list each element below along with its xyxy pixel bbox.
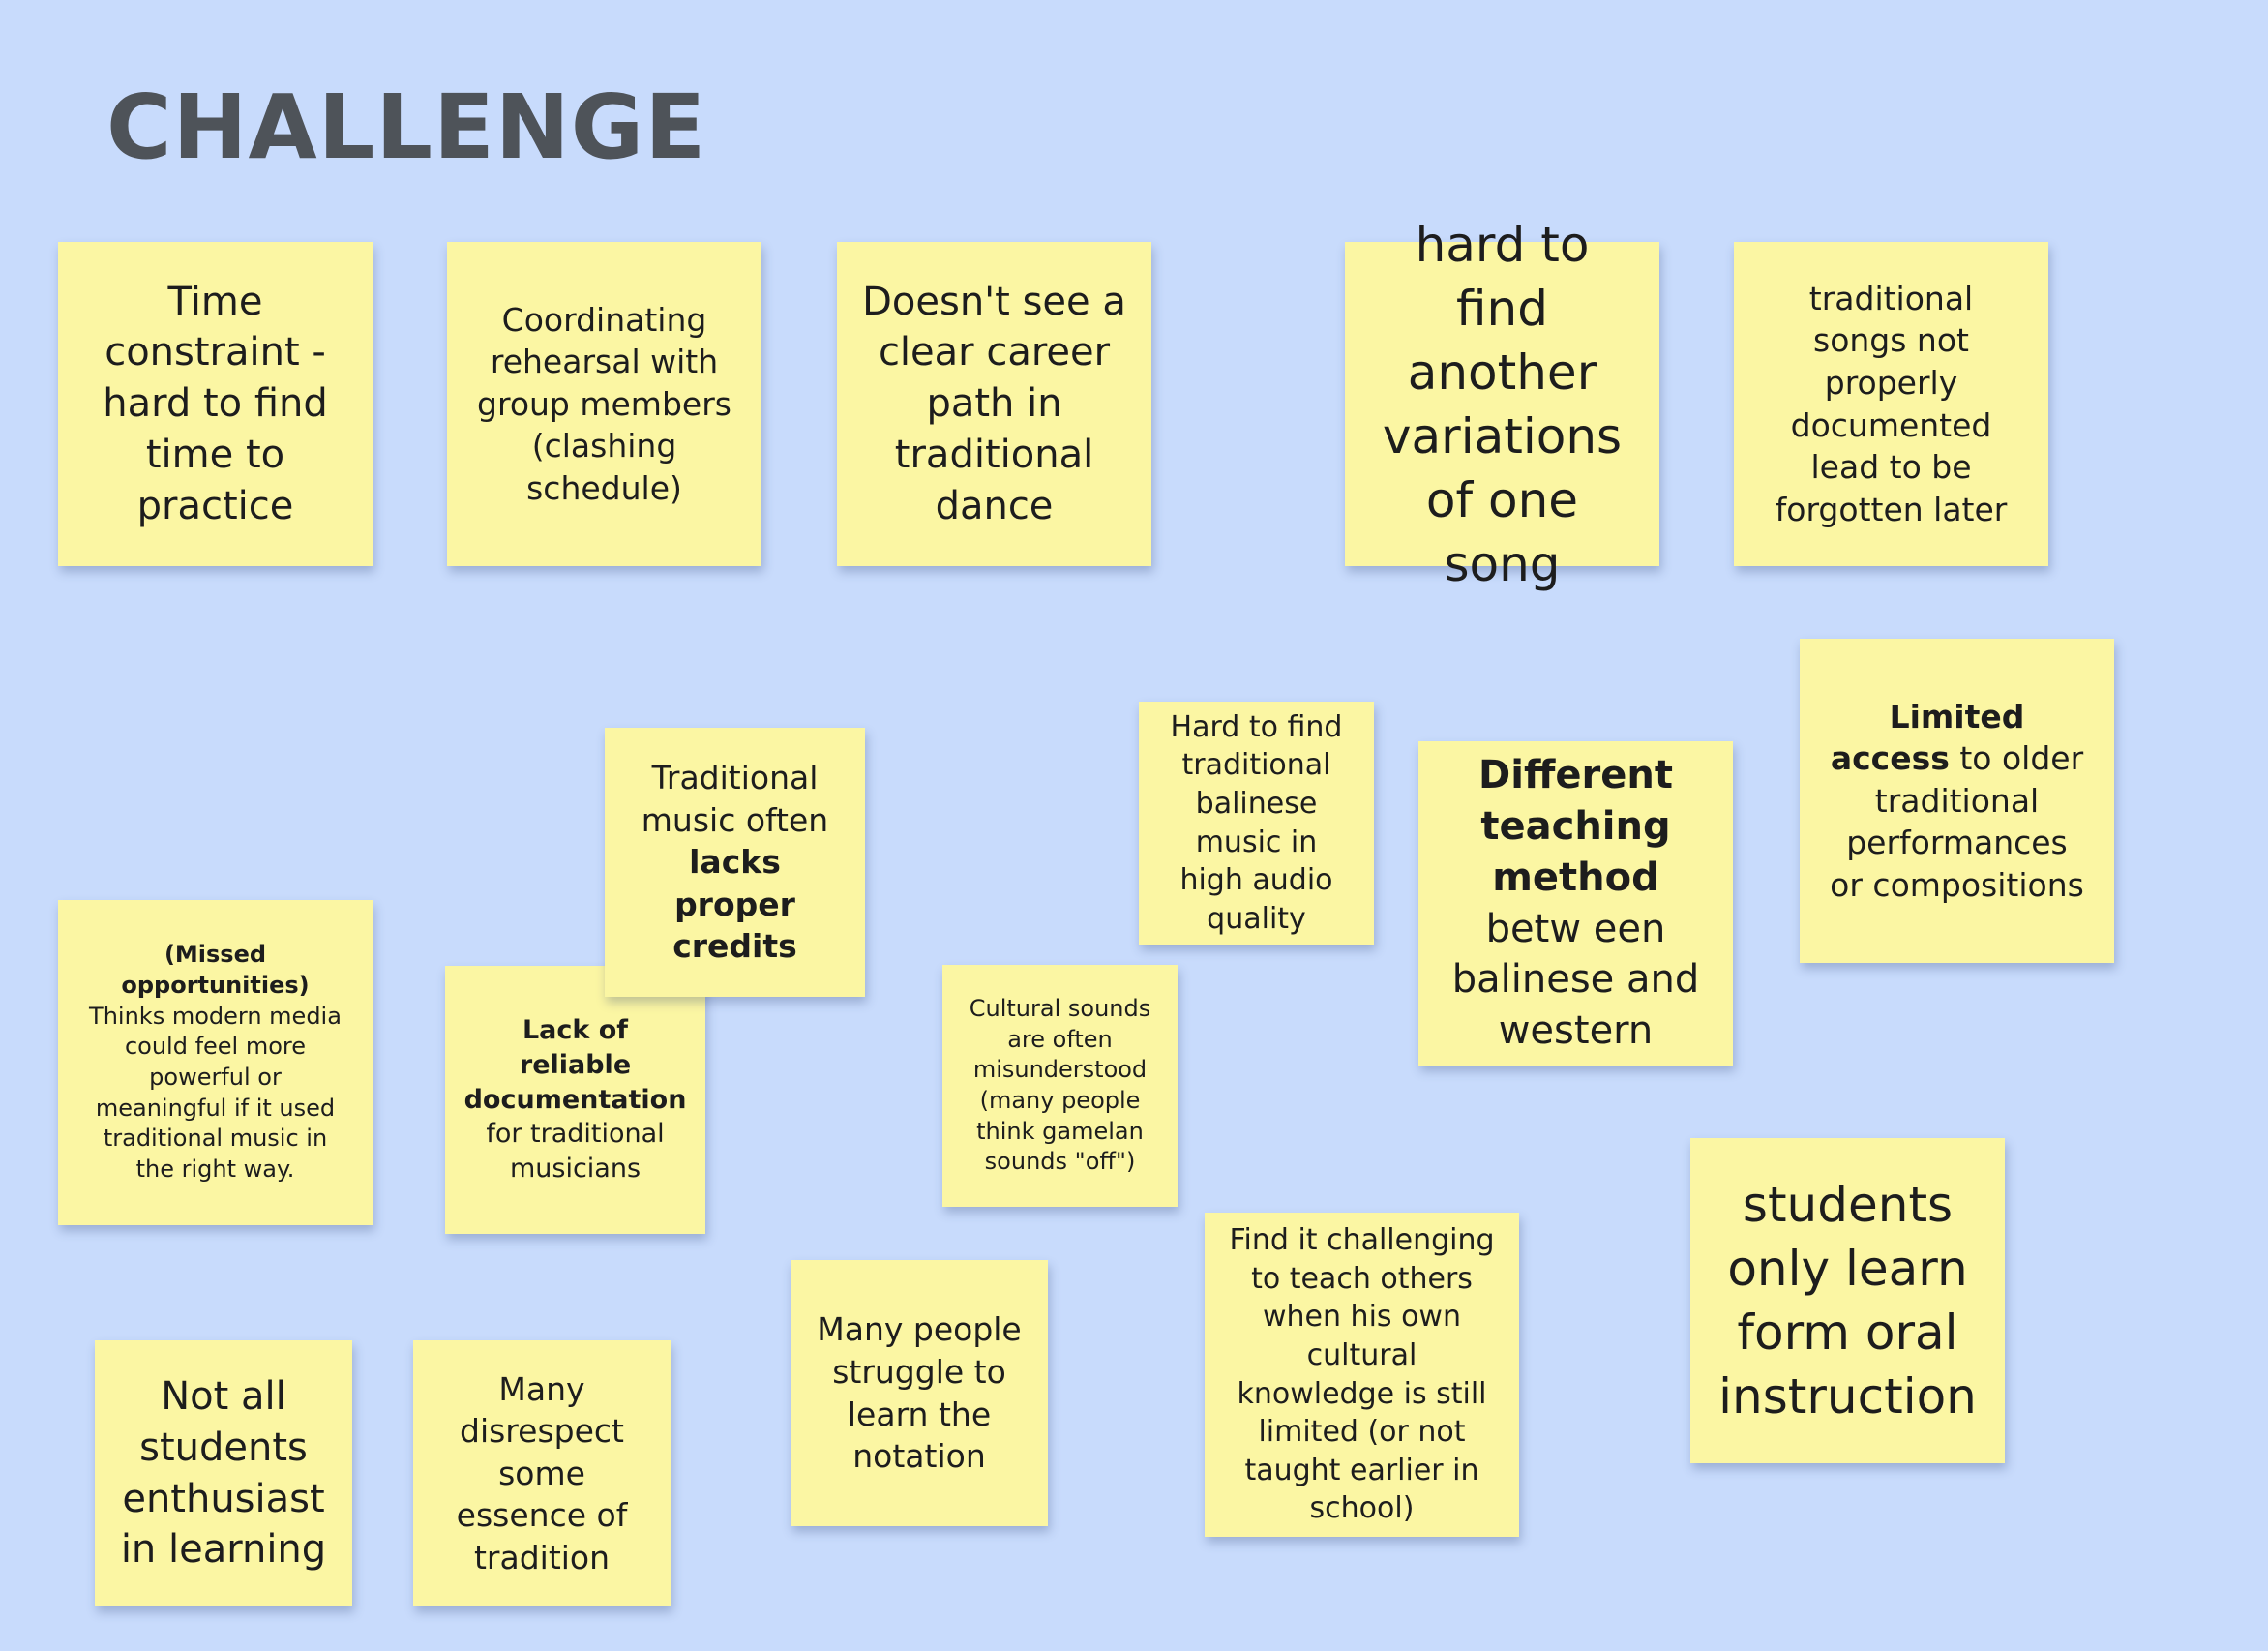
sticky-note-bold-text: lacks proper credits [672,843,797,966]
sticky-note-plain-text: traditional songs not properly documente… [1775,279,2008,528]
sticky-note-plain-text: betw een balinese and western [1451,906,1700,1054]
sticky-note-plain-text: Time constraint - hard to find time to p… [103,279,328,528]
sticky-note-time-constraint[interactable]: Time constraint - hard to find time to p… [58,242,373,566]
sticky-note-bold-text: Different teaching method [1478,753,1673,900]
sticky-note-text: Time constraint - hard to find time to p… [91,277,340,532]
sticky-note-limited-access[interactable]: Limited access to older traditional perf… [1800,639,2114,963]
sticky-note-plain-text: Many disrespect some essence of traditio… [456,1369,628,1576]
sticky-note-plain-text: Hard to find traditional balinese music … [1170,709,1343,936]
sticky-note-teach-others[interactable]: Find it challenging to teach others when… [1205,1213,1519,1537]
sticky-note-disrespect-tradition[interactable]: Many disrespect some essence of traditio… [413,1340,671,1606]
sticky-note-text: Many people struggle to learn the notati… [812,1308,1027,1477]
sticky-note-oral-instruction[interactable]: students only learn form oral instructio… [1690,1138,2005,1463]
sticky-note-text: hard to find another variations of one s… [1370,213,1634,596]
sticky-note-coordinating-rehearsal[interactable]: Coordinating rehearsal with group member… [447,242,761,566]
sticky-note-text: Doesn't see a clear career path in tradi… [858,277,1130,532]
sticky-note-text: Hard to find traditional balinese music … [1162,708,1351,939]
sticky-note-plain-text: Not all students enthusiast in learning [120,1373,327,1573]
sticky-note-plain-text: students only learn form oral instructio… [1718,1177,1977,1425]
sticky-note-text: Limited access to older traditional perf… [1829,696,2085,907]
sticky-note-text: Find it challenging to teach others when… [1226,1221,1498,1528]
sticky-note-missed-opportunities[interactable]: (Missed opportunities) Thinks modern med… [58,900,373,1225]
sticky-note-plain-text: Coordinating rehearsal with group member… [477,300,731,507]
sticky-note-plain-text: Many people struggle to learn the notati… [817,1310,1022,1476]
sticky-note-text: Many disrespect some essence of traditio… [434,1368,649,1579]
sticky-note-career-path[interactable]: Doesn't see a clear career path in tradi… [837,242,1151,566]
sticky-note-plain-text: Find it challenging to teach others when… [1229,1223,1495,1526]
sticky-note-struggle-notation[interactable]: Many people struggle to learn the notati… [791,1260,1048,1526]
sticky-note-plain-text: Traditional music often [641,759,829,839]
sticky-note-bold-text: (Missed opportunities) [121,941,310,999]
sticky-note-text: traditional songs not properly documente… [1763,278,2019,530]
board-title: CHALLENGE [106,75,707,179]
sticky-note-not-enthusiast[interactable]: Not all students enthusiast in learning [95,1340,352,1606]
sticky-note-bold-text: Limited access [1830,697,2025,778]
sticky-note-text: Different teaching method betw een balin… [1444,750,1708,1057]
sticky-note-text: Cultural sounds are often misunderstood … [968,994,1152,1178]
sticky-note-reliable-documentation[interactable]: Lack of reliable documentation for tradi… [445,966,705,1234]
sticky-note-lacks-credits[interactable]: Traditional music often lacks proper cre… [605,728,865,997]
sticky-note-plain-text: Doesn't see a clear career path in tradi… [862,279,1126,528]
sticky-note-bold-text: Lack of reliable documentation [463,1015,687,1115]
sticky-note-text: Coordinating rehearsal with group member… [468,299,740,510]
sticky-note-plain-text: to older traditional performances or com… [1830,739,2084,904]
sticky-note-plain-text: Thinks modern media could feel more powe… [89,1002,342,1184]
sticky-note-plain-text: for traditional musicians [486,1119,665,1184]
sticky-note-text: Traditional music often lacks proper cre… [634,757,836,968]
sticky-note-text: (Missed opportunities) Thinks modern med… [81,940,349,1185]
sticky-note-audio-quality[interactable]: Hard to find traditional balinese music … [1139,702,1374,945]
sticky-note-teaching-method[interactable]: Different teaching method betw een balin… [1418,741,1733,1066]
sticky-note-text: Not all students enthusiast in learning [116,1371,331,1576]
sticky-note-song-variations[interactable]: hard to find another variations of one s… [1345,217,1659,592]
sticky-note-cultural-sounds[interactable]: Cultural sounds are often misunderstood … [942,965,1178,1207]
sticky-note-plain-text: hard to find another variations of one s… [1382,216,1623,592]
sticky-note-songs-not-documented[interactable]: traditional songs not properly documente… [1734,242,2048,566]
sticky-note-text: Lack of reliable documentation for tradi… [464,1013,687,1186]
sticky-note-text: students only learn form oral instructio… [1716,1173,1980,1428]
sticky-note-plain-text: Cultural sounds are often misunderstood … [969,994,1151,1176]
